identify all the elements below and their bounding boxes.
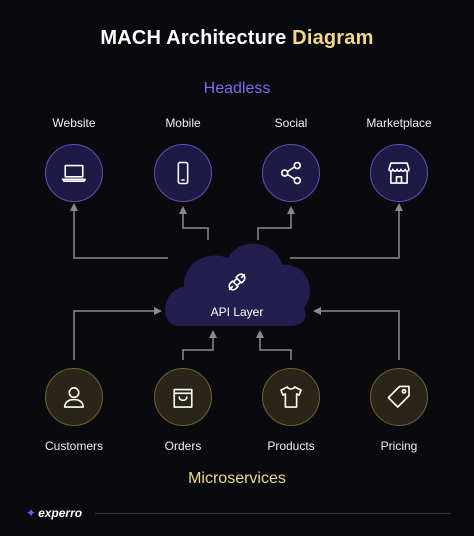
node-marketplace: Marketplace xyxy=(344,115,454,202)
node-social-circle xyxy=(262,144,320,202)
node-products-circle xyxy=(262,368,320,426)
node-mobile-label: Mobile xyxy=(165,116,201,130)
node-orders: Orders xyxy=(128,368,238,454)
wire-marketplace xyxy=(290,203,403,259)
node-marketplace-circle xyxy=(370,144,428,202)
page-title: MACH Architecture Diagram xyxy=(0,27,474,50)
wire-orders xyxy=(182,330,217,360)
shopping-bag-icon xyxy=(173,388,193,408)
node-mobile: Mobile xyxy=(128,115,238,202)
smartphone-icon xyxy=(177,161,189,185)
node-website: Website xyxy=(19,115,129,202)
price-tag-icon xyxy=(387,385,410,408)
node-pricing-label: Pricing xyxy=(380,439,418,453)
wire-products xyxy=(256,330,292,360)
wire-customers xyxy=(73,307,162,360)
node-pricing: Pricing xyxy=(344,368,454,454)
node-customers: Customers xyxy=(19,368,129,454)
wire-website xyxy=(70,203,168,259)
node-products-label: Products xyxy=(267,439,315,453)
footer-divider xyxy=(95,513,450,514)
share-icon xyxy=(280,161,302,185)
wire-mobile xyxy=(179,206,209,240)
plug-icon xyxy=(228,273,246,291)
laptop-icon xyxy=(61,164,87,182)
wire-pricing xyxy=(313,307,400,360)
microservices-label: Microservices xyxy=(188,470,286,487)
node-orders-label: Orders xyxy=(164,439,202,453)
node-website-label: Website xyxy=(52,116,96,130)
node-customers-label: Customers xyxy=(44,439,103,453)
node-mobile-circle xyxy=(154,144,212,202)
node-social-label: Social xyxy=(274,116,308,130)
headless-label: Headless xyxy=(203,80,271,97)
node-orders-circle xyxy=(154,368,212,426)
tshirt-icon xyxy=(280,386,302,408)
node-pricing-circle xyxy=(370,368,428,426)
node-marketplace-label: Marketplace xyxy=(366,116,432,130)
experro-brand-text: experro xyxy=(38,506,83,520)
experro-mark-icon: ✦ xyxy=(26,506,37,520)
node-website-circle xyxy=(45,144,103,202)
api-layer-label: API Layer xyxy=(210,305,264,319)
title-highlight: Diagram xyxy=(292,27,374,49)
user-icon xyxy=(63,387,85,408)
experro-logo: ✦ experro xyxy=(26,506,82,520)
node-customers-circle xyxy=(45,368,103,426)
storefront-icon xyxy=(388,162,410,184)
title-main: MACH Architecture xyxy=(100,27,287,49)
node-products: Products xyxy=(236,368,346,454)
node-social: Social xyxy=(236,115,346,202)
wire-social xyxy=(257,206,295,240)
